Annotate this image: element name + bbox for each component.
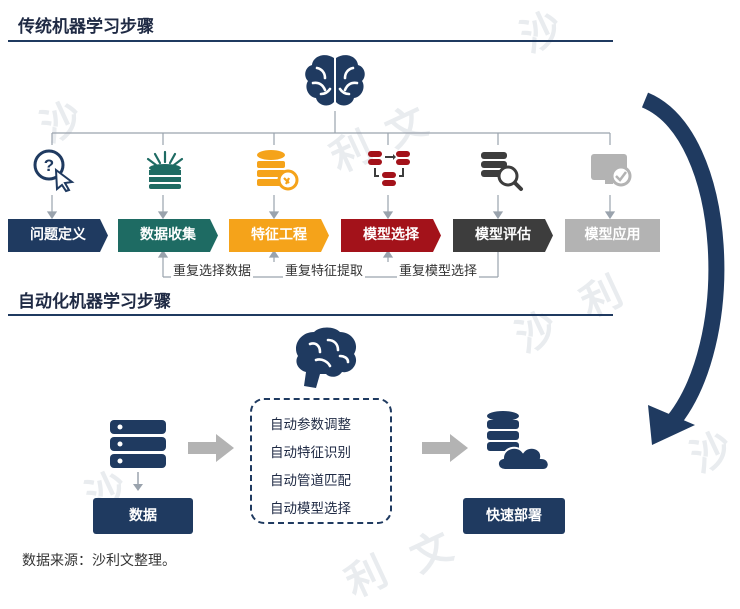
section-title-traditional: 传统机器学习步骤 (18, 17, 154, 37)
section-divider (8, 40, 613, 42)
watermark-char: 文 (403, 523, 460, 582)
brain-icon (305, 55, 365, 106)
source-note: 数据来源：沙利文整理。 (22, 553, 176, 569)
step-model-selection: 模型选择 (341, 219, 441, 252)
repeat-label-data: 重复选择数据 (171, 260, 254, 279)
auto-item-pipeline-matching: 自动管道匹配 (270, 473, 351, 489)
step-model-application: 模型应用 (565, 219, 660, 252)
question-cursor-icon: ? (33, 149, 75, 193)
automl-steps-box (250, 398, 392, 524)
step-model-evaluation: 模型评估 (453, 219, 553, 252)
curved-arrow-icon (641, 92, 725, 445)
brain-side-icon (295, 327, 357, 388)
right-arrow-icon (188, 434, 234, 462)
database-search-icon (481, 152, 523, 191)
section-divider (8, 314, 613, 316)
auto-item-feature-recognition: 自动特征识别 (270, 445, 351, 461)
watermark-char: 利 (338, 548, 395, 607)
cloud-database-icon (487, 411, 550, 471)
fast-deploy-block: 快速部署 (463, 498, 565, 534)
auto-item-model-selection: 自动模型选择 (270, 501, 351, 517)
monitor-check-icon (591, 154, 632, 187)
repeat-label-model: 重复模型选择 (397, 260, 480, 279)
step-data-collection: 数据收集 (118, 219, 218, 252)
step-problem-definition: 问题定义 (8, 219, 108, 252)
step-feature-engineering: 特征工程 (229, 219, 329, 252)
svg-text:?: ? (44, 156, 54, 175)
database-transfer-icon (368, 151, 410, 186)
database-icon (110, 420, 166, 468)
repeat-label-feature: 重复特征提取 (283, 260, 366, 279)
right-arrow-icon (422, 434, 468, 462)
auto-item-param-tuning: 自动参数调整 (270, 417, 351, 433)
watermark-char: 沙 (508, 303, 565, 362)
down-arrow-icon (133, 472, 143, 491)
data-collection-icon (146, 150, 184, 189)
section-title-automated: 自动化机器学习步骤 (18, 292, 171, 312)
data-input-block: 数据 (93, 498, 193, 534)
database-gear-icon (257, 150, 299, 191)
